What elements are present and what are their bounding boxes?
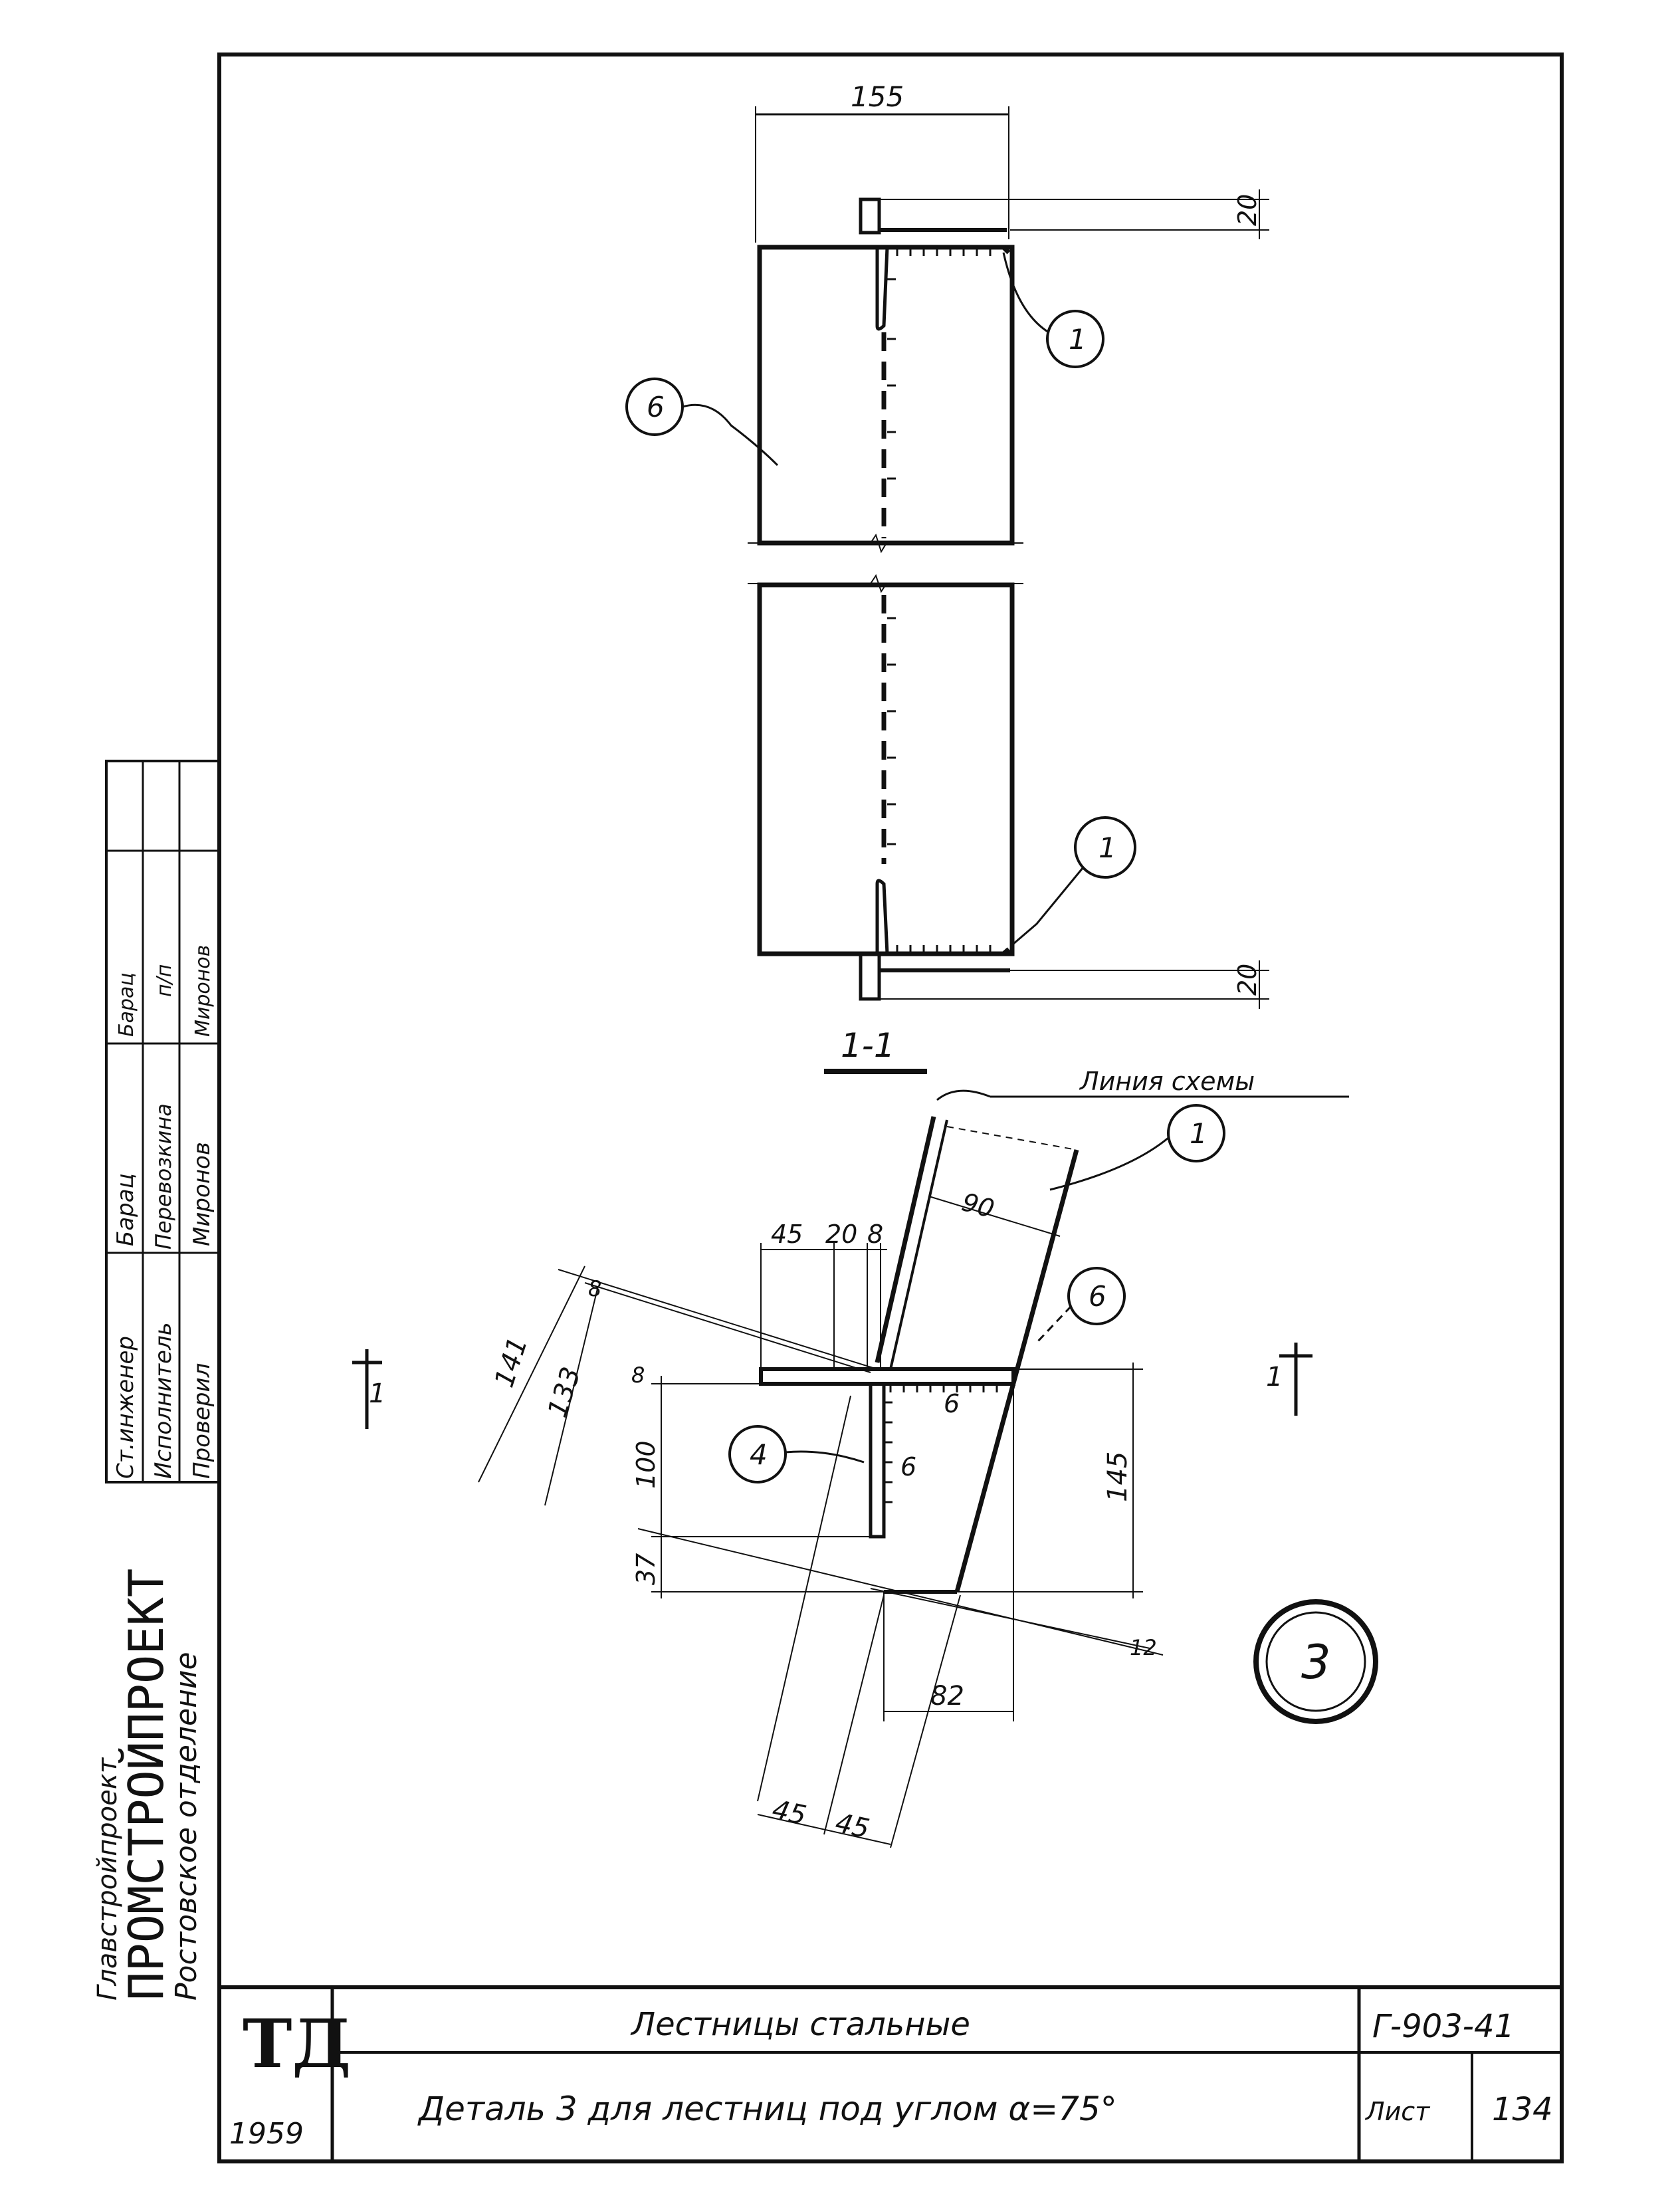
detail-number: 3 [1301,1635,1331,1690]
logo-td: ТД [243,2005,351,2083]
dim-12: 12 [1130,1635,1157,1660]
svg-text:1: 1 [1069,323,1087,356]
cut-mark-left: 1 [369,1378,385,1409]
dim-90: 90 [959,1187,998,1224]
svg-text:6: 6 [647,391,665,423]
callout-1-section [1167,1104,1225,1162]
code: Г-903-41 [1372,2008,1515,2045]
dim-8-top: 8 [867,1220,883,1249]
dim-45-bottom-a: 45 [770,1795,809,1832]
dim-20-top: 20 [1233,194,1262,226]
sheet-number: 134 [1492,2091,1553,2128]
stamp-role-2: Исполнитель [150,1322,177,1479]
section-title: 1-1 [841,1026,895,1065]
dim-20-bottom: 20 [1233,964,1262,996]
scheme-line-label: Линия схемы [1079,1067,1255,1096]
svg-text:6: 6 [1089,1280,1106,1313]
dim-8-left-b: 8 [631,1363,645,1388]
org-line-3: Ростовское отделение [169,1652,203,2001]
stamp-sign-3: Миронов [191,945,215,1037]
detail-number-outer [1253,1599,1378,1724]
title: Лестницы стальные [630,2006,970,2043]
sheet-label: Лист [1364,2097,1431,2126]
stamp-name-2: Перевозкина [151,1103,176,1250]
svg-text:1: 1 [1099,831,1116,864]
svg-text:1: 1 [1190,1117,1208,1150]
stamp-name-3: Миронов [189,1142,215,1246]
stamp-role-3: Проверил [189,1363,215,1479]
title-block: ТД 1959 Лестницы стальные Деталь 3 для л… [219,1985,1562,2161]
dim-37: 37 [631,1553,661,1585]
top-view: 155 [625,80,1269,1009]
weld-6-a: 6 [944,1389,960,1418]
callout-4-section [728,1425,787,1483]
dim-20-sec: 20 [825,1220,857,1249]
callout-1-top [1046,310,1104,368]
stamp-sign-1: Барац [115,972,138,1037]
subtitle: Деталь 3 для лестниц под углом α=75° [417,2090,1117,2128]
svg-text:4: 4 [750,1438,768,1471]
side-stamp: Ст.инженер Барац Барац Исполнитель Перев… [92,760,221,2001]
dim-100: 100 [631,1440,661,1489]
section-1-1: 1-1 Линия схемы 6 6 [352,1026,1349,1848]
stamp-sign-2: п/п [153,964,176,997]
detail-number-inner [1265,1611,1366,1712]
dim-8-left-a: 8 [588,1276,601,1301]
year: 1959 [229,2117,304,2151]
callout-1-bottom [1074,816,1136,879]
dim-45-bottom-b: 45 [833,1808,872,1845]
cut-mark-right: 1 [1266,1362,1283,1392]
org-line-2: ПРОМСТРОЙПРОЕКТ [118,1569,174,2001]
weld-6-b: 6 [900,1452,916,1481]
dim-45-top: 45 [771,1220,803,1249]
callout-6-section [1067,1267,1126,1325]
dim-82: 82 [930,1681,964,1711]
dim-133: 133 [542,1363,587,1421]
stamp-name-1: Барац [112,1173,139,1246]
dim-145: 145 [1102,1452,1133,1502]
org-line-1: Главстройпроект [92,1757,123,2001]
dim-155: 155 [851,80,904,113]
stamp-role-1: Ст.инженер [112,1336,139,1479]
